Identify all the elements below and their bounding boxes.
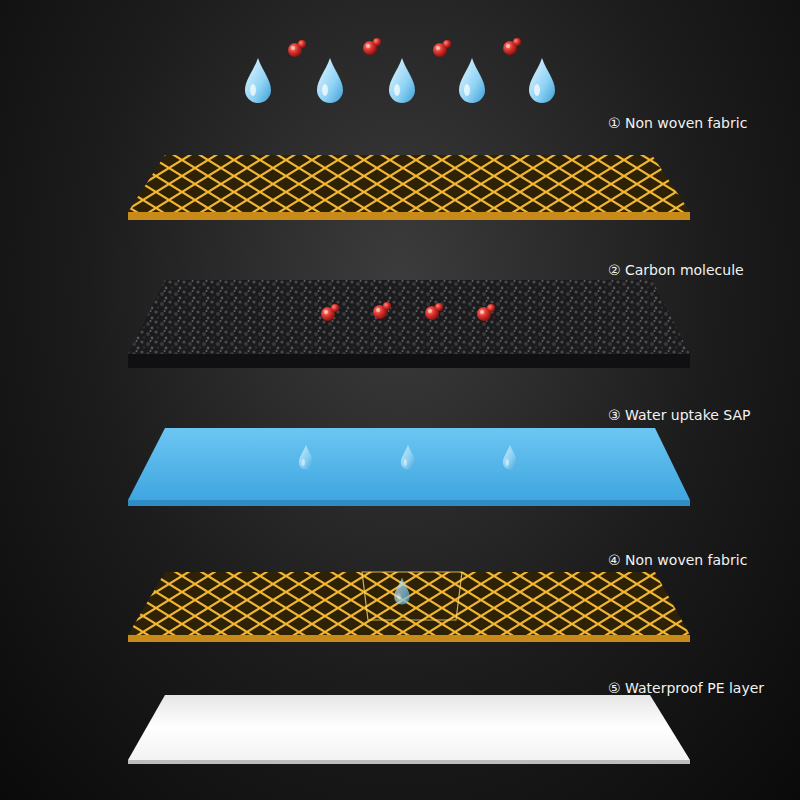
water-drop <box>394 578 410 605</box>
layer-edge <box>128 635 690 642</box>
nonwoven-layer <box>128 572 690 642</box>
layer-label: ② Carbon molecule <box>608 260 744 280</box>
layer-surface <box>128 428 690 500</box>
odor-molecule <box>433 40 451 57</box>
water-drop <box>245 58 271 103</box>
water-drop <box>389 58 415 103</box>
odor-molecule <box>288 40 306 57</box>
odor-molecule <box>373 302 391 319</box>
nonwoven-layer <box>128 155 690 220</box>
odor-molecule <box>321 304 339 321</box>
layer-label: ③ Water uptake SAP <box>608 405 751 425</box>
layer-edge <box>128 760 690 764</box>
water-drop <box>299 445 313 470</box>
water-drop <box>401 445 415 470</box>
drain-highlight <box>362 572 462 620</box>
layer-edge <box>128 500 690 506</box>
incoming-particles <box>245 38 555 103</box>
odor-molecule <box>363 38 381 55</box>
water-drop <box>503 445 517 470</box>
sap-layer <box>128 428 690 506</box>
water-drop <box>459 58 485 103</box>
layer-surface <box>128 280 690 354</box>
layer-label: ① Non woven fabric <box>608 113 747 133</box>
layer-edge <box>128 354 690 368</box>
pe-layer <box>128 695 690 764</box>
odor-molecule <box>477 304 495 321</box>
carbon-layer <box>128 280 690 368</box>
layer-surface <box>128 572 690 635</box>
layer-surface <box>128 155 690 212</box>
layer-label: ④ Non woven fabric <box>608 550 747 570</box>
layer-edge <box>128 212 690 220</box>
layer-label: ⑤ Waterproof PE layer <box>608 678 764 698</box>
layer-surface <box>128 695 690 760</box>
odor-molecule <box>425 303 443 320</box>
odor-molecule <box>503 38 521 55</box>
water-drop <box>529 58 555 103</box>
water-drop <box>317 58 343 103</box>
